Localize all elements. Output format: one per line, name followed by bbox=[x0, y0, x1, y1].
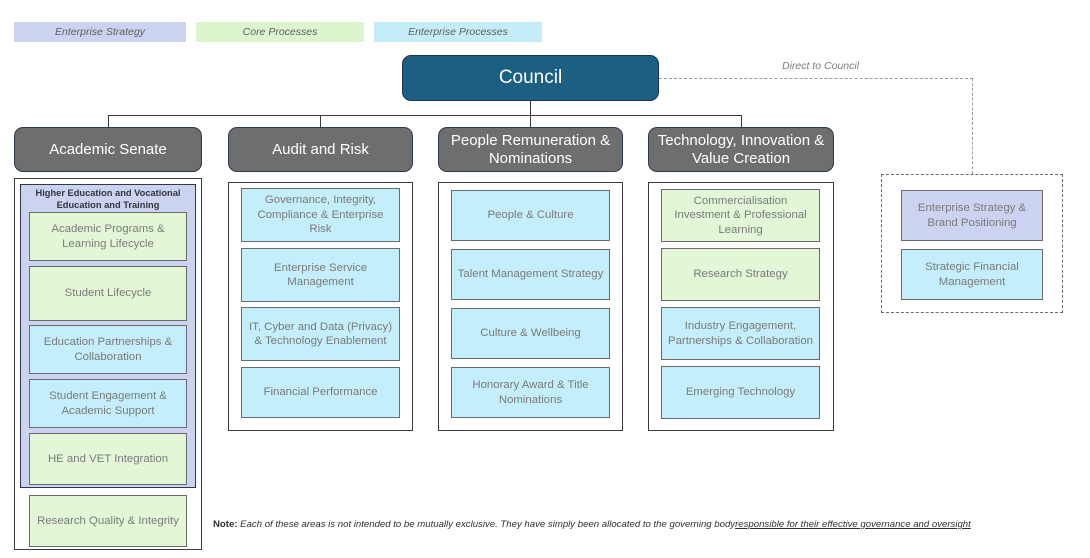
connector-drop-4 bbox=[741, 115, 743, 128]
footnote-prefix: Note: bbox=[213, 519, 238, 530]
footnote-body: Each of these areas is not intended to b… bbox=[237, 519, 736, 530]
connector-council-stem bbox=[530, 101, 532, 116]
footnote-underlined: responsible for their effective governan… bbox=[735, 519, 971, 530]
connector-direct-to-council-vertical bbox=[972, 78, 973, 174]
legend-chip-enterprise-strategy: Enterprise Strategy bbox=[14, 22, 186, 42]
connector-direct-to-council-horizontal bbox=[659, 78, 973, 79]
committee-header-academic-senate[interactable]: Academic Senate bbox=[14, 127, 202, 172]
item-emerging-technology[interactable]: Emerging Technology bbox=[661, 366, 820, 419]
item-student-lifecycle[interactable]: Student Lifecycle bbox=[29, 266, 187, 321]
item-people-culture[interactable]: People & Culture bbox=[451, 190, 610, 241]
direct-to-council-label: Direct to Council bbox=[782, 60, 860, 72]
footnote: Note: Each of these areas is not intende… bbox=[213, 518, 1058, 532]
item-culture-wellbeing[interactable]: Culture & Wellbeing bbox=[451, 308, 610, 359]
connector-drop-2 bbox=[320, 115, 322, 128]
item-enterprise-service-management[interactable]: Enterprise Service Management bbox=[241, 248, 400, 302]
item-strategic-financial-management[interactable]: Strategic Financial Management bbox=[901, 249, 1043, 300]
committee-header-people-remuneration-nominations[interactable]: People Remuneration & Nominations bbox=[438, 127, 623, 172]
item-enterprise-strategy-brand-positioning[interactable]: Enterprise Strategy & Brand Positioning bbox=[901, 190, 1043, 241]
item-education-partnerships-collaboration[interactable]: Education Partnerships & Collaboration bbox=[29, 325, 187, 374]
committee-header-technology-innovation-value-creation[interactable]: Technology, Innovation & Value Creation bbox=[648, 127, 834, 172]
item-research-quality-integrity[interactable]: Research Quality & Integrity bbox=[29, 495, 187, 547]
connector-horizontal-bar bbox=[108, 115, 742, 117]
item-commercialisation-investment-professional-learning[interactable]: Commercialisation Investment & Professio… bbox=[661, 189, 820, 242]
item-honorary-award-title-nominations[interactable]: Honorary Award & Title Nominations bbox=[451, 367, 610, 418]
item-industry-engagement-partnerships-collaboration[interactable]: Industry Engagement, Partnerships & Coll… bbox=[661, 307, 820, 360]
group-title-he-vet: Higher Education and Vocational Educatio… bbox=[35, 188, 181, 210]
legend-chip-enterprise-processes: Enterprise Processes bbox=[374, 22, 542, 42]
legend-chip-core-processes: Core Processes bbox=[196, 22, 364, 42]
committee-header-audit-and-risk[interactable]: Audit and Risk bbox=[228, 127, 413, 172]
council-node[interactable]: Council bbox=[402, 55, 659, 101]
item-financial-performance[interactable]: Financial Performance bbox=[241, 367, 400, 418]
item-academic-programs-learning-lifecycle[interactable]: Academic Programs & Learning Lifecycle bbox=[29, 212, 187, 261]
item-he-vet-integration[interactable]: HE and VET Integration bbox=[29, 433, 187, 485]
item-governance-integrity-compliance-enterprise-risk[interactable]: Governance, Integrity, Compliance & Ente… bbox=[241, 188, 400, 242]
item-research-strategy[interactable]: Research Strategy bbox=[661, 248, 820, 301]
connector-drop-1 bbox=[108, 115, 110, 128]
item-student-engagement-academic-support[interactable]: Student Engagement & Academic Support bbox=[29, 379, 187, 428]
connector-drop-3 bbox=[530, 115, 532, 128]
item-it-cyber-data-privacy-technology-enablement[interactable]: IT, Cyber and Data (Privacy) & Technolog… bbox=[241, 307, 400, 361]
item-talent-management-strategy[interactable]: Talent Management Strategy bbox=[451, 249, 610, 300]
